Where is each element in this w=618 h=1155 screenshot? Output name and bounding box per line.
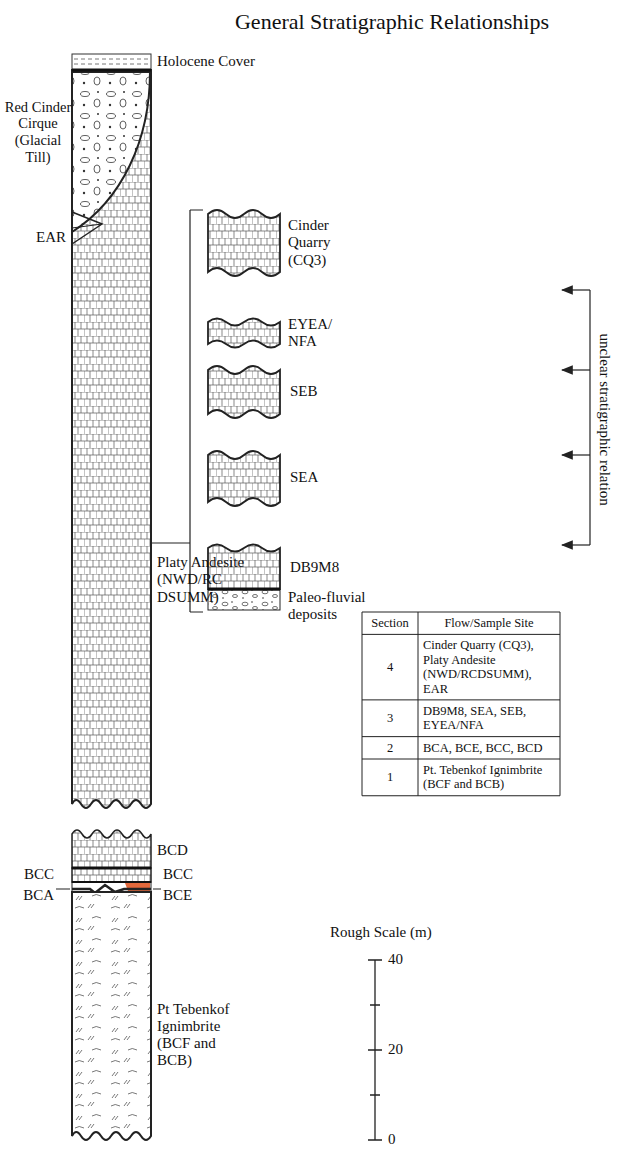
table-cell: Cinder Quarry (CQ3), Platy Andesite (NWD…: [423, 638, 557, 696]
unit-label: EYEA/ NFA: [288, 316, 338, 351]
table-cell: Pt. Tebenkof Ignimbrite (BCF and BCB): [423, 763, 557, 792]
unit-label: Paleo-fluvial deposits: [288, 589, 383, 624]
table-cell: Section: [365, 616, 415, 630]
unit-label: Red Cinder Cirque (Glacial Till): [2, 99, 74, 166]
table-cell: DB9M8, SEA, SEB, EYEA/NFA: [423, 704, 557, 733]
unit-label: BCE: [163, 887, 223, 904]
unit-label: EAR: [16, 229, 66, 246]
unit-label: Cinder Quarry (CQ3): [288, 217, 350, 269]
diagram-title: General Stratigraphic Relationships: [192, 9, 592, 34]
table-grid: [362, 612, 560, 796]
table-cell: BCA, BCE, BCC, BCD: [423, 741, 557, 755]
table-cell: 2: [365, 741, 415, 755]
scale-number: 0: [388, 1131, 428, 1148]
unit-label: BCC: [4, 866, 54, 883]
unit-label: BCA: [4, 887, 54, 904]
unit-label: Platy Andesite (NWD/RC DSUMM): [157, 554, 267, 606]
scale-number: 40: [388, 951, 428, 968]
scale-number: 20: [388, 1041, 428, 1058]
table-cell: 1: [365, 770, 415, 784]
unit-label: SEB: [290, 383, 370, 400]
unit-label: SEA: [290, 469, 370, 486]
unit-label: Holocene Cover: [157, 53, 307, 70]
scale-title: Rough Scale (m): [330, 924, 480, 941]
unit-label: BCD: [157, 842, 237, 859]
table-cell: 3: [365, 711, 415, 725]
unit-label: DB9M8: [290, 559, 370, 576]
unit-label: BCC: [163, 866, 223, 883]
table-cell: 4: [365, 660, 415, 674]
unit-label: Pt Tebenkof Ignimbrite (BCF and BCB): [157, 1001, 247, 1070]
side-note: unclear stratigraphic relation: [595, 290, 612, 550]
table-cell: Flow/Sample Site: [422, 616, 556, 630]
